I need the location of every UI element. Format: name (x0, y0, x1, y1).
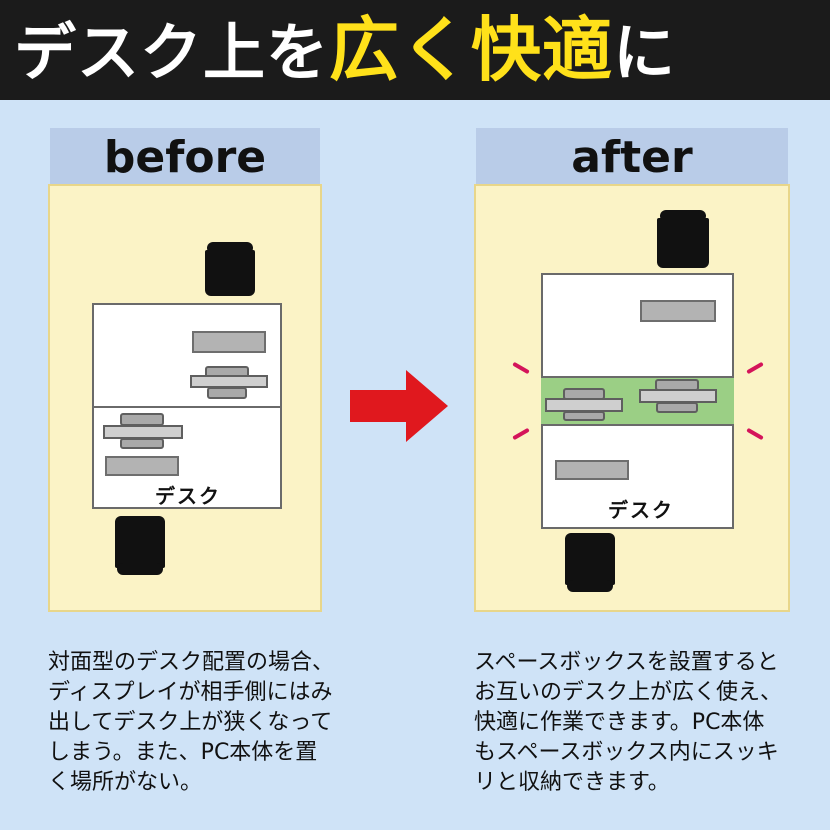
after-chair-top-body (657, 218, 709, 268)
title-highlight: 広く快適 (329, 9, 614, 91)
before-desc-line: しまう。また、PC本体を置 (48, 740, 318, 765)
after-chair-bottom-icon (565, 533, 615, 585)
after-header: after (476, 128, 788, 184)
before-monitor-bottom-icon (105, 456, 179, 476)
after-desk-label: デスク (608, 498, 674, 522)
after-label: after (571, 132, 693, 183)
after-desc-line: もスペースボックス内にスッキ (474, 740, 779, 765)
title-part1: デスク上を (14, 16, 330, 89)
after-desc-line: スペースボックスを設置すると (474, 650, 779, 675)
before-desc-line: 対面型のデスク配置の場合、 (48, 650, 335, 675)
title-part2: に (613, 16, 677, 89)
before-chair-top-body (205, 250, 255, 296)
before-pc-bottom-stand (120, 438, 164, 449)
before-desk-label: デスク (155, 484, 221, 508)
after-monitor-top-icon (640, 300, 716, 322)
before-desc-line: ディスプレイが相手側にはみ (48, 680, 333, 705)
after-desc-line: リと収納できます。 (474, 770, 670, 795)
before-pc-top-stand (207, 387, 247, 399)
after-chair-bottom-cap (567, 580, 613, 592)
after-description: スペースボックスを設置すると お互いのデスク上が広く使え、 快適に作業できます。… (474, 648, 814, 798)
before-label: before (103, 132, 267, 183)
before-description: 対面型のデスク配置の場合、 ディスプレイが相手側にはみ 出してデスク上が狭くなっ… (48, 648, 388, 798)
page-title: デスク上を広く快適に (14, 14, 676, 89)
before-desc-line: 出してデスク上が狭くなって (48, 710, 333, 735)
after-monitor-bottom-icon (555, 460, 629, 480)
after-desc-line: お互いのデスク上が広く使え、 (474, 680, 783, 705)
right-arrow-icon (350, 370, 448, 442)
after-desc-line: 快適に作業できます。PC本体 (474, 710, 765, 735)
after-pc-right-base (639, 389, 717, 403)
after-pc-right-stand (656, 402, 698, 413)
before-header: before (50, 128, 320, 184)
before-chair-bottom-cap (117, 563, 163, 575)
before-pc-bottom-base (103, 425, 183, 439)
before-desc-line: く場所がない。 (48, 770, 203, 795)
after-pc-left-stand (563, 411, 605, 421)
before-monitor-top-icon (192, 331, 266, 353)
before-chair-bottom-icon (115, 516, 165, 568)
title-banner: デスク上を広く快適に (0, 0, 830, 100)
after-pc-left-base (545, 398, 623, 412)
before-desk-divider (92, 406, 282, 408)
